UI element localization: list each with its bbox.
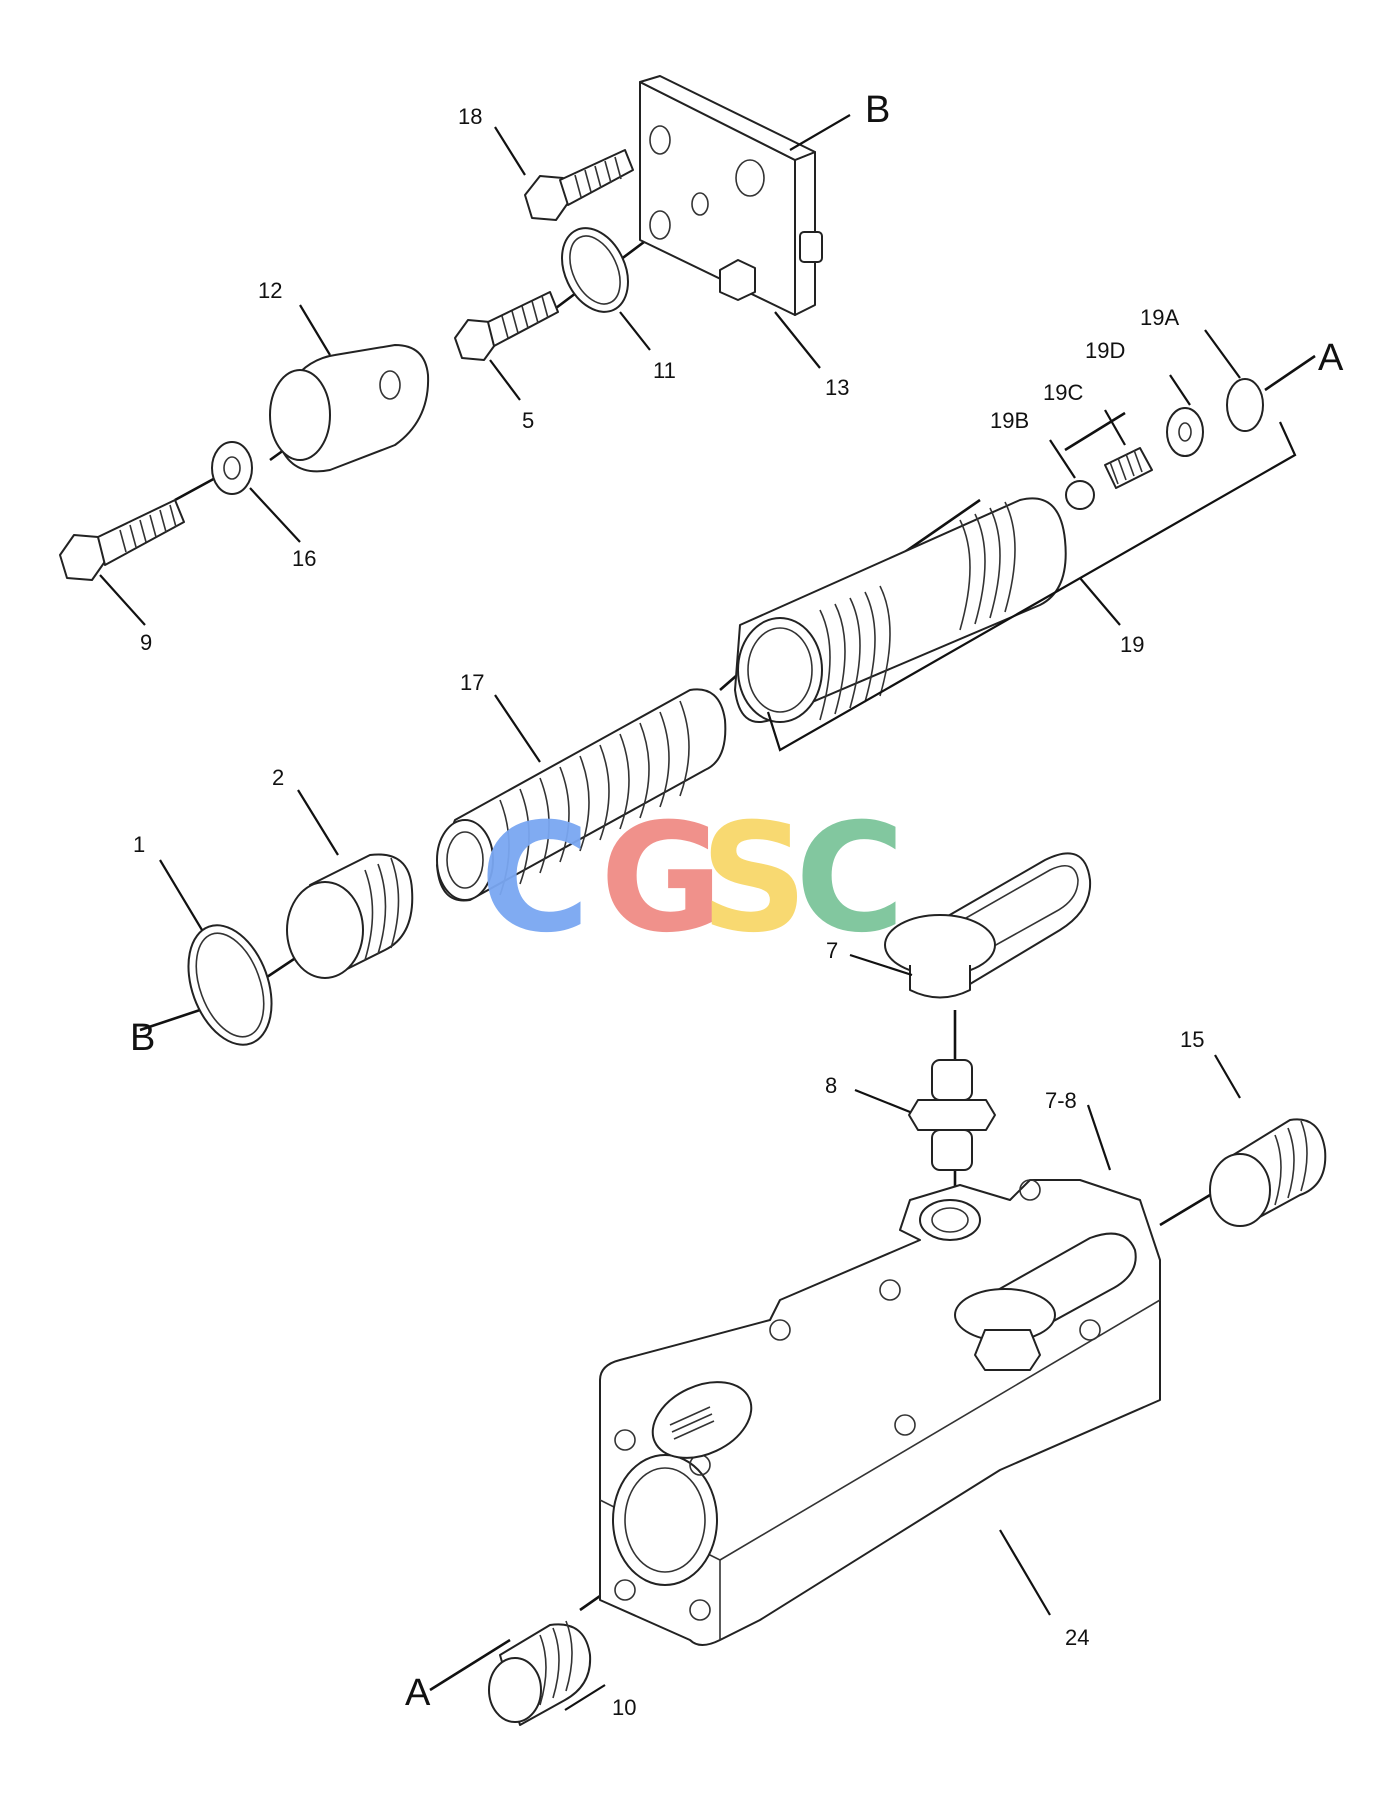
label-5: 5	[522, 408, 534, 433]
washer-16	[211, 441, 253, 495]
label-10: 10	[612, 1695, 636, 1720]
bolt-18	[524, 149, 634, 221]
watermark-letter-2: G	[600, 792, 723, 966]
washer-19d	[1166, 407, 1204, 457]
label-7: 7	[826, 938, 838, 963]
label-13: 13	[825, 375, 849, 400]
label-19a: 19A	[1140, 305, 1179, 330]
o-ring-11	[561, 227, 629, 313]
cover-plate-13	[639, 75, 823, 316]
label-24: 24	[1065, 1625, 1089, 1650]
bolt-5	[454, 291, 559, 361]
spring-17	[436, 688, 727, 902]
label-19: 19	[1120, 632, 1144, 657]
ref-a-bottom: A	[405, 1672, 431, 1714]
snap-ring-19a	[1226, 378, 1264, 432]
label-19d: 19D	[1085, 338, 1125, 363]
bolt-9	[59, 499, 185, 581]
ref-a-top: A	[1318, 337, 1344, 379]
label-8: 8	[825, 1073, 837, 1098]
label-2: 2	[272, 765, 284, 790]
plug-2	[286, 853, 414, 979]
leader-lines	[99, 114, 1241, 1711]
part-labels: 18 12 5 11 13 16 9 19A 19D 19C 19B 19 17…	[133, 104, 1204, 1720]
valve-body-24	[599, 1179, 1161, 1646]
plug-10	[488, 1620, 592, 1726]
label-15: 15	[1180, 1027, 1204, 1052]
watermark-letter-3: S	[700, 792, 808, 966]
reference-letters: B A B A	[130, 89, 1344, 1714]
label-17: 17	[460, 670, 484, 695]
ref-b-top: B	[865, 89, 890, 131]
spool-19	[734, 497, 1067, 723]
label-9: 9	[140, 630, 152, 655]
watermark-letter-1: C	[480, 792, 590, 966]
fitting-8	[908, 1059, 996, 1171]
label-19c: 19C	[1043, 380, 1083, 405]
label-12: 12	[258, 278, 282, 303]
label-16: 16	[292, 546, 316, 571]
label-18: 18	[458, 104, 482, 129]
plug-15	[1209, 1118, 1327, 1227]
label-19b: 19B	[990, 408, 1029, 433]
label-11: 11	[653, 358, 676, 383]
housing-12	[269, 344, 430, 473]
ball-19b	[1065, 480, 1095, 510]
label-7-8: 7-8	[1045, 1088, 1077, 1113]
knob-7	[884, 852, 1092, 999]
spring-19c	[1104, 447, 1153, 489]
watermark-logo: C G S C	[480, 792, 905, 966]
bracket-19	[766, 421, 1297, 752]
ref-b-left: B	[130, 1017, 155, 1059]
label-1: 1	[133, 832, 145, 857]
watermark-letter-4: C	[795, 792, 905, 966]
o-ring-1	[187, 924, 273, 1046]
